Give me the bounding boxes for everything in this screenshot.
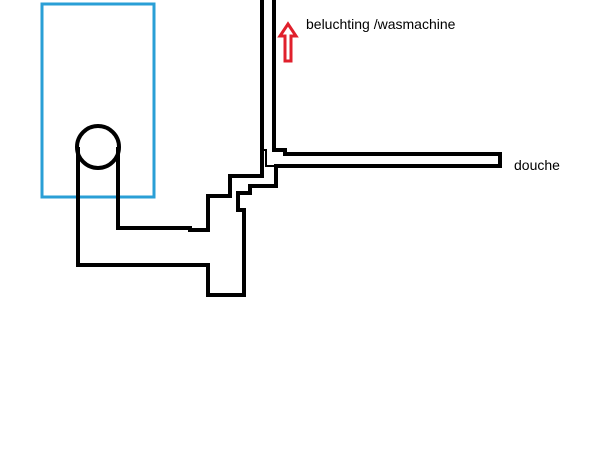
arrow-up-icon bbox=[277, 21, 299, 63]
shower-label: douche bbox=[514, 157, 560, 173]
ventilation-washing-machine-label: beluchting /wasmachine bbox=[306, 16, 456, 32]
drain-pipe-inner-wall bbox=[116, 0, 264, 232]
stack-junction-detail bbox=[262, 149, 276, 167]
drain-pipe-outer-wall bbox=[76, 0, 502, 297]
drain-outlet-circle bbox=[75, 124, 121, 170]
appliance-outline bbox=[40, 2, 156, 199]
